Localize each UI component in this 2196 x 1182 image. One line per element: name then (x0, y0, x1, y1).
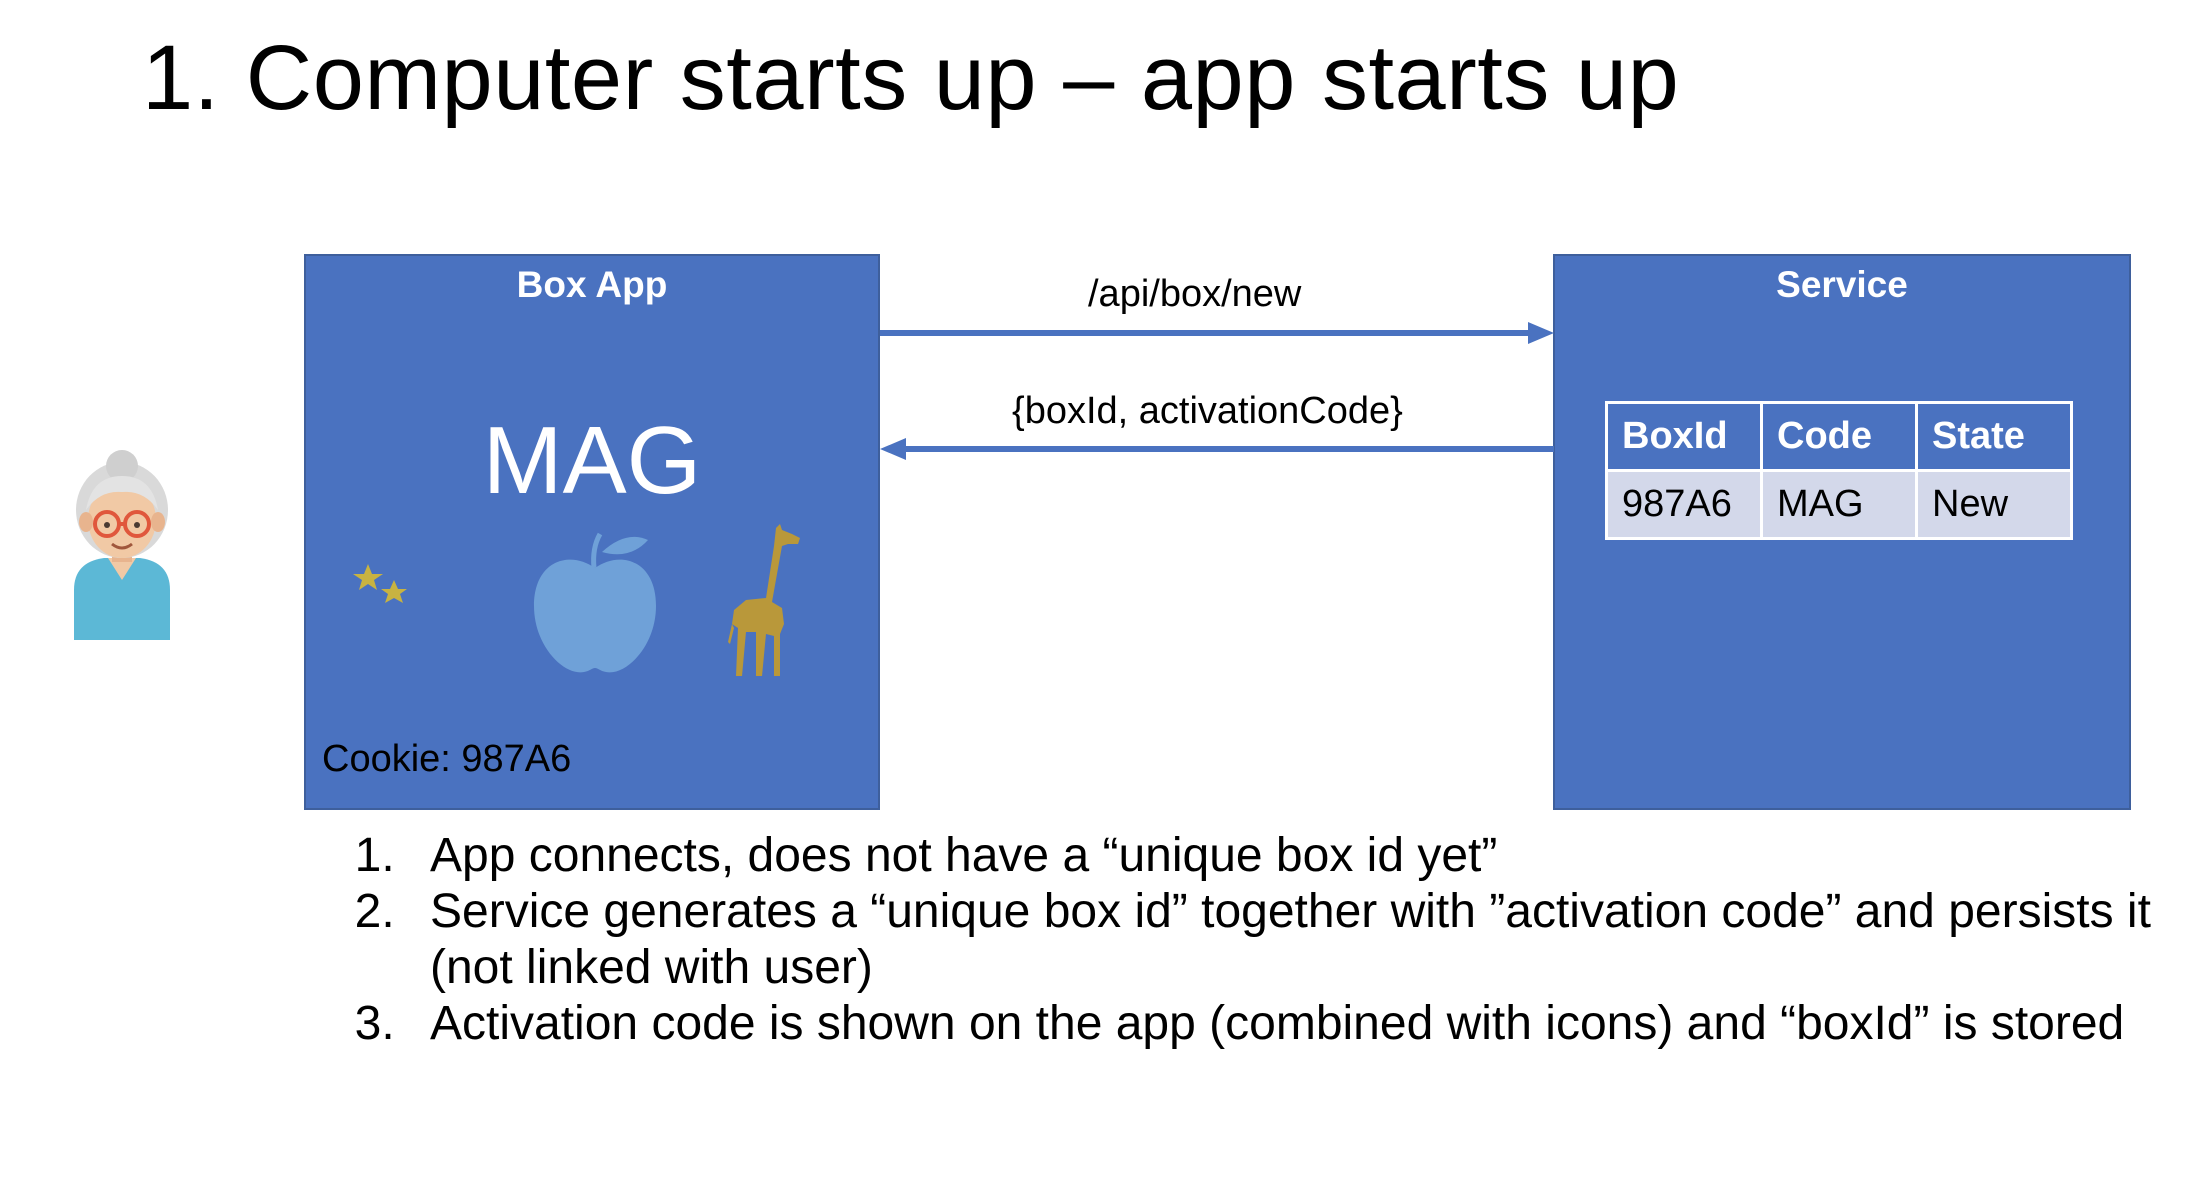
response-arrow-label: {boxId, activationCode} (1012, 390, 1403, 432)
list-item: Activation code is shown on the app (com… (408, 996, 2196, 1052)
list-item: Service generates a “unique box id” toge… (408, 884, 2196, 996)
request-arrow-label: /api/box/new (1088, 273, 1302, 315)
activation-code: MAG (482, 407, 702, 514)
steps-list: App connects, does not have a “unique bo… (320, 828, 2196, 1052)
apple-icon (534, 532, 656, 673)
response-arrow (880, 438, 1554, 460)
box-app-panel: Box App MAG Cookie: 987A6 (304, 254, 880, 810)
column-header: Code (1760, 401, 1918, 472)
table-header-row: BoxId Code State (1605, 401, 2073, 472)
slide-title: 1. Computer starts up – app starts up (142, 27, 1680, 129)
box-app-title: Box App (516, 264, 668, 305)
box-state-table: BoxId Code State 987A6 MAG New (1605, 401, 2073, 540)
service-title: Service (1776, 264, 1908, 305)
service-panel: Service BoxId Code State 987A6 MAG New (1553, 254, 2131, 810)
table-row: 987A6 MAG New (1605, 469, 2073, 540)
table-cell: MAG (1760, 469, 1918, 540)
request-arrow (880, 322, 1554, 344)
table-cell: 987A6 (1605, 469, 1763, 540)
column-header: BoxId (1605, 401, 1763, 472)
table-cell: New (1915, 469, 2073, 540)
giraffe-icon (728, 524, 800, 676)
grandmother-avatar-icon (74, 450, 170, 640)
column-header: State (1915, 401, 2073, 472)
list-item: App connects, does not have a “unique bo… (408, 828, 2196, 884)
moon-stars-icon (353, 530, 480, 667)
cookie-value: Cookie: 987A6 (322, 738, 572, 780)
